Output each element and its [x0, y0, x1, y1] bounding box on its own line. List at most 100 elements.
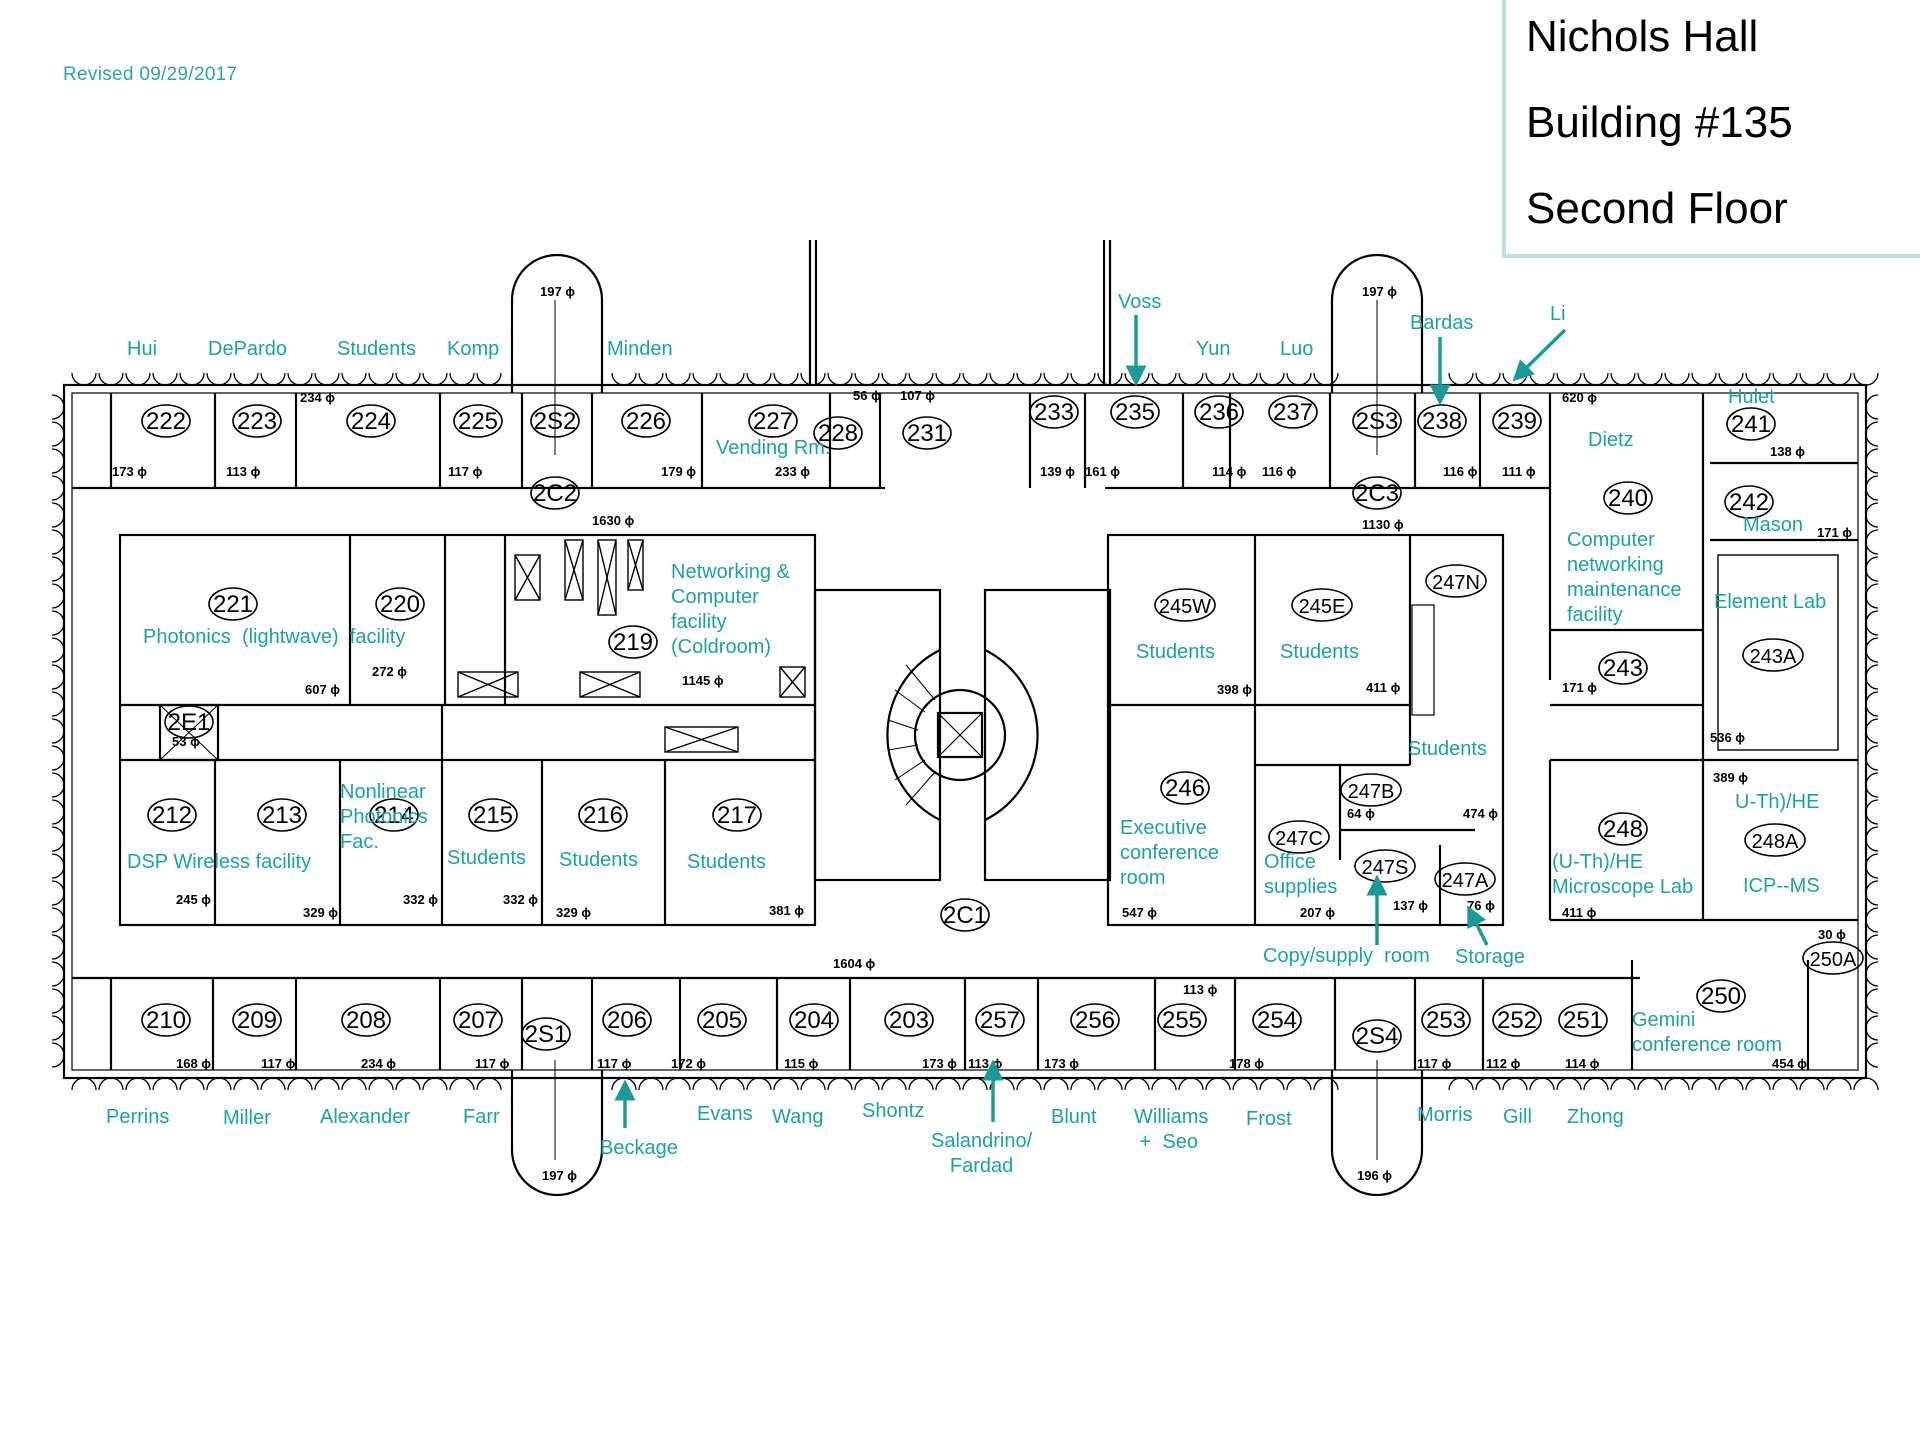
label-icp-ms: ICP--MS	[1743, 875, 1820, 897]
room-number: 206	[607, 1007, 647, 1034]
room-area: 116 ϕ	[1262, 464, 1297, 479]
room-number: 236	[1199, 399, 1239, 426]
label-beckage: Beckage	[600, 1137, 678, 1159]
room-oval-209	[232, 1003, 282, 1037]
label-alexander: Alexander	[320, 1106, 411, 1128]
room-number: 2S4	[1356, 1023, 1399, 1050]
room-number: 2C1	[943, 902, 987, 929]
room-area: 411 ϕ	[1366, 680, 1401, 695]
room-oval-247N	[1425, 564, 1487, 598]
room-number: 245E	[1299, 596, 1346, 618]
room-number: 242	[1729, 489, 1769, 516]
room-oval-205	[697, 1003, 747, 1037]
room-number: 205	[702, 1007, 742, 1034]
room-number: 208	[346, 1007, 386, 1034]
room-oval-221	[208, 587, 258, 621]
room-oval-2C2	[530, 476, 580, 510]
label-salandrino-fardad: Salandrino/ Fardad	[931, 1130, 1033, 1177]
room-number: 247A	[1442, 870, 1489, 892]
room-area: 113 ϕ	[226, 464, 261, 479]
label-yun: Yun	[1196, 338, 1231, 360]
room-area: 179 ϕ	[661, 464, 696, 479]
room-oval-203	[884, 1003, 934, 1037]
room-number: 250	[1701, 983, 1741, 1010]
room-oval-231	[902, 416, 952, 450]
room-area: 197 ϕ	[542, 1168, 577, 1183]
label-students-247n: Students	[1408, 738, 1487, 760]
room-area: 398 ϕ	[1217, 682, 1252, 697]
room-area: 1145 ϕ	[682, 673, 724, 688]
label-hulet: Hulet	[1728, 386, 1775, 408]
room-area: 173 ϕ	[112, 464, 147, 479]
room-number: 2S2	[534, 408, 577, 435]
label-miller: Miller	[223, 1107, 271, 1129]
label-office-supplies: Office supplies	[1264, 851, 1338, 898]
room-area: 389 ϕ	[1713, 770, 1748, 785]
label-gemini: Gemini conference room	[1632, 1009, 1783, 1056]
room-oval-2S1	[521, 1017, 571, 1051]
label-vending: Vending Rm.	[716, 437, 831, 459]
room-area: 173 ϕ	[922, 1056, 957, 1071]
room-number: 223	[237, 408, 277, 435]
room-oval-225	[453, 404, 503, 438]
room-number: 215	[473, 802, 513, 829]
room-oval-216	[578, 798, 628, 832]
room-oval-250A	[1802, 941, 1864, 975]
room-oval-250	[1696, 979, 1746, 1013]
label-gill: Gill	[1503, 1106, 1532, 1128]
room-area: 454 ϕ	[1772, 1056, 1807, 1071]
room-area: 117 ϕ	[1417, 1056, 1452, 1071]
label-shontz: Shontz	[862, 1100, 925, 1122]
room-oval-224	[346, 404, 396, 438]
room-oval-236	[1194, 395, 1244, 429]
label-morris: Morris	[1417, 1104, 1473, 1126]
room-number: 248A	[1752, 831, 1799, 853]
room-oval-253	[1421, 1003, 1471, 1037]
room-number: 220	[380, 591, 420, 618]
room-oval-233	[1029, 395, 1079, 429]
room-number: 243A	[1750, 646, 1797, 668]
room-number: 247S	[1362, 857, 1409, 879]
room-oval-242	[1724, 485, 1774, 519]
room-number: 254	[1257, 1007, 1297, 1034]
room-area: 113 ϕ	[968, 1056, 1003, 1071]
label-depardo: DePardo	[208, 338, 287, 360]
room-number: 213	[262, 802, 302, 829]
room-area: 245 ϕ	[176, 892, 211, 907]
exterior-wall	[62, 383, 1868, 1080]
label-komp: Komp	[447, 338, 500, 360]
room-number: 228	[818, 420, 858, 447]
exterior-wall-inner	[71, 392, 1859, 1071]
room-area: 196 ϕ	[1357, 1168, 1392, 1183]
room-area: 161 ϕ	[1085, 464, 1120, 479]
room-number: 243	[1603, 655, 1643, 682]
label-wang: Wang	[772, 1106, 824, 1128]
room-number: 257	[980, 1007, 1020, 1034]
label-williams-seo: Williams + Seo	[1134, 1106, 1209, 1153]
room-number: 237	[1273, 399, 1313, 426]
title-box: Nichols Hall Building #135 Second Floor	[1502, 0, 1920, 258]
room-area: 173 ϕ	[1044, 1056, 1079, 1071]
room-area: 197 ϕ	[540, 284, 575, 299]
room-oval-2C3	[1352, 476, 1402, 510]
room-area: 117 ϕ	[475, 1056, 510, 1071]
room-area: 111 ϕ	[1502, 464, 1536, 479]
room-area: 116 ϕ	[1443, 464, 1478, 479]
room-area: 332 ϕ	[503, 892, 538, 907]
label-storage: Storage	[1455, 946, 1526, 968]
room-number: 245W	[1159, 596, 1211, 618]
room-number: 217	[717, 802, 757, 829]
room-number: 246	[1165, 775, 1205, 802]
room-number: 226	[626, 408, 666, 435]
room-number: 238	[1422, 408, 1462, 435]
room-area: 536 ϕ	[1710, 730, 1745, 745]
room-number: 240	[1608, 485, 1648, 512]
room-number: 2C3	[1355, 480, 1399, 507]
label-zhong: Zhong	[1567, 1106, 1624, 1128]
room-number: 247N	[1432, 572, 1480, 594]
room-oval-223	[232, 404, 282, 438]
room-number: 225	[458, 408, 498, 435]
room-area: 138 ϕ	[1770, 444, 1805, 459]
room-area: 112 ϕ	[1486, 1056, 1521, 1071]
room-oval-256	[1070, 1003, 1120, 1037]
